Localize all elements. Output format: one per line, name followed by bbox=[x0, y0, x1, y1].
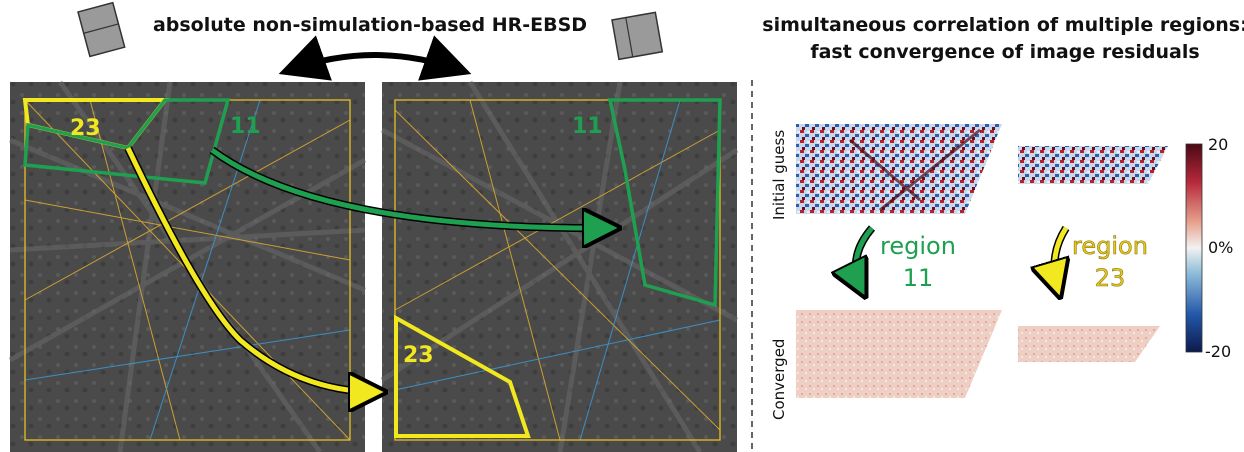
colorbar bbox=[1185, 143, 1203, 353]
arrow-label-region-word-11: region bbox=[880, 232, 956, 260]
arrow-label-region-num-23: 23 bbox=[1095, 264, 1126, 292]
crystal-cube-right-icon bbox=[611, 11, 664, 61]
ebsd-pattern-reference: 23 11 bbox=[8, 80, 367, 452]
residual-map-region-23-converged bbox=[1018, 326, 1160, 362]
row-label-initial: Initial guess bbox=[770, 130, 788, 220]
colorbar-max-label: 20 bbox=[1208, 135, 1228, 154]
region-23-outline-deformed bbox=[394, 314, 531, 438]
residual-map-region-11-converged bbox=[796, 310, 1002, 398]
left-title: absolute non-simulation-based HR-EBSD bbox=[153, 14, 587, 36]
region-11-outline-deformed bbox=[607, 98, 722, 308]
right-title-line2: fast convergence of image residuals bbox=[810, 41, 1199, 63]
arrow-label-region-num-11: 11 bbox=[903, 264, 934, 292]
crystal-cube-left-icon bbox=[77, 1, 126, 58]
residual-map-region-23-initial bbox=[1018, 146, 1168, 184]
right-region-23-label: 23 bbox=[403, 343, 434, 368]
ebsd-pattern-deformed: 11 23 bbox=[380, 80, 739, 452]
left-region-11-label: 11 bbox=[230, 114, 261, 139]
colorbar-mid-label: 0% bbox=[1208, 238, 1233, 257]
swap-arrow-icon bbox=[278, 35, 472, 81]
residual-map-region-11-initial bbox=[796, 124, 1002, 214]
row-label-converged: Converged bbox=[770, 339, 788, 420]
right-title-line1: simultaneous correlation of multiple reg… bbox=[762, 14, 1244, 36]
colorbar-min-label: -20 bbox=[1205, 342, 1231, 361]
arrow-label-region-word-23: region bbox=[1072, 232, 1148, 260]
right-region-11-label: 11 bbox=[572, 114, 603, 139]
left-region-23-label: 23 bbox=[70, 116, 101, 141]
